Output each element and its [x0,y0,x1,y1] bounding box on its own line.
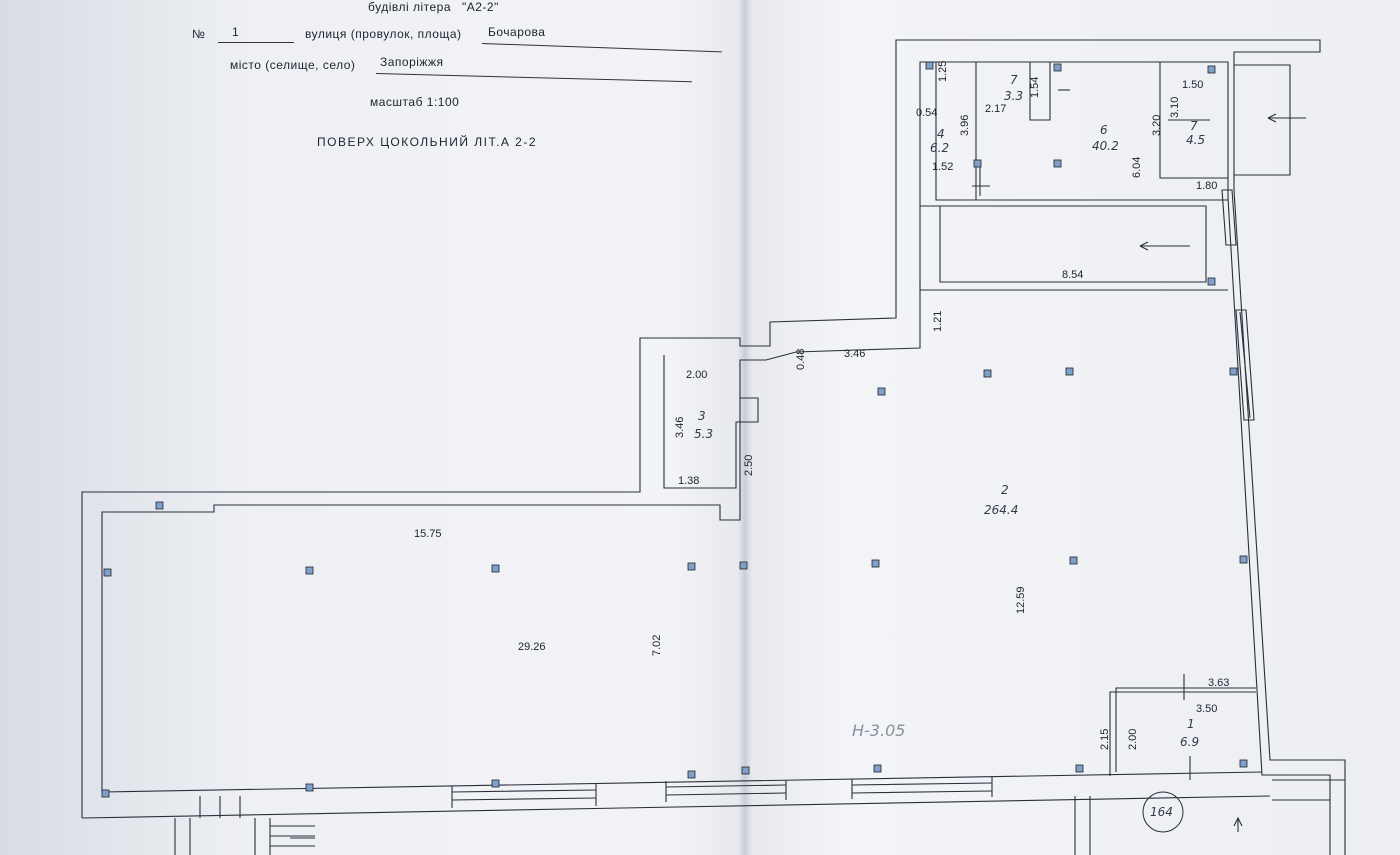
dim-door-250: 2.50 [743,455,755,476]
number-underline [218,42,294,43]
scale-label: масштаб 1:100 [370,95,460,109]
room-4-area: 6.2 [930,141,949,155]
dim-r3-width: 2.00 [686,369,707,381]
dim-604: 6.04 [1131,157,1143,178]
dim-346: 3.46 [844,348,865,360]
room-2-number: 2 [1001,483,1009,497]
stamp-number: 164 [1150,805,1173,819]
dim-054: 0.54 [916,107,937,119]
building-letter-value: "А2-2" [462,0,499,14]
dim-048: 0.48 [795,349,807,370]
city-label: місто (селище, село) [230,58,356,72]
dim-363: 3.63 [1208,677,1229,689]
street-label: вулиця (провулок, площа) [305,27,462,41]
street-value: Бочарова [488,25,546,39]
dim-215: 2.15 [1099,729,1111,750]
number-value: 1 [232,25,240,39]
dim-room-width: 15.75 [414,528,442,540]
dim-room-depth: 7.02 [651,635,663,656]
dim-1259: 12.59 [1015,586,1027,614]
room-3-area: 5.3 [694,427,713,441]
floor-title: ПОВЕРХ ЦОКОЛЬНИЙ ЛІТ.А 2-2 [317,135,537,149]
dim-121: 1.21 [932,311,944,332]
building-letter-label: будівлі літера [368,0,452,14]
dim-854: 8.54 [1062,269,1083,281]
dim-396: 3.96 [959,115,971,136]
dim-r3-bottom: 1.38 [678,475,699,487]
room-6-area: 40.2 [1092,139,1119,153]
dim-154: 1.54 [1029,77,1041,98]
room-3-number: 3 [698,409,706,423]
room-5-area: 3.3 [1004,89,1023,103]
room-4-number: 4 [937,127,945,141]
dim-350: 3.50 [1196,703,1217,715]
dim-180: 1.80 [1196,180,1217,192]
room-6-number: 6 [1100,123,1108,137]
dim-217: 2.17 [985,103,1006,115]
room-7-number: 7 [1190,119,1198,133]
dim-152: 1.52 [932,161,953,173]
dim-320: 3.20 [1151,115,1163,136]
room-5-number: 7 [1010,73,1018,87]
dim-150: 1.50 [1182,79,1203,91]
city-value: Запоріжжя [380,55,444,69]
dim-r3-height: 3.46 [674,417,686,438]
height-mark: Н-3.05 [852,721,905,740]
dim-310: 3.10 [1169,97,1181,118]
dim-room-length: 29.26 [518,641,546,653]
room-7-area: 4.5 [1186,133,1205,147]
number-label: № [192,27,206,41]
room-1-number: 1 [1187,717,1195,731]
dim-125: 1.25 [937,61,949,82]
room-1-area: 6.9 [1180,735,1199,749]
page-fold [738,0,752,855]
unit-stamp [1142,791,1184,833]
room-2-area: 264.4 [984,503,1018,517]
dim-200: 2.00 [1127,729,1139,750]
